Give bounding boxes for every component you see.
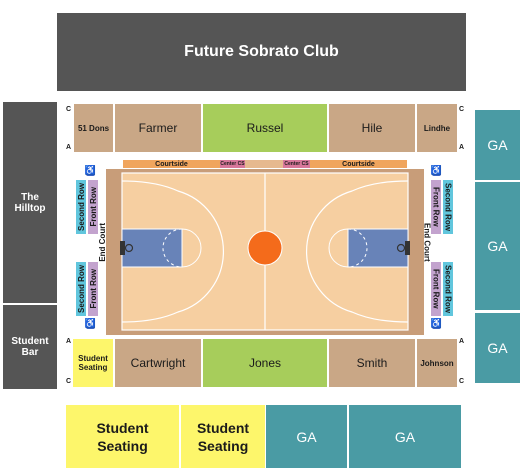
court-drawing <box>106 169 424 335</box>
the-hilltop-label: The Hilltop <box>14 191 46 214</box>
row-letter-c-bottom-right: C <box>459 378 465 385</box>
section-farmer[interactable]: Farmer <box>115 104 201 152</box>
end-court-right-label: End Court <box>422 222 432 262</box>
courtside-center-gap <box>245 160 283 168</box>
paint-right <box>347 228 409 268</box>
section-student-seating-bottom-left[interactable]: Student Seating <box>73 339 113 387</box>
courtside-left-label: Courtside <box>155 160 188 168</box>
hoop-right <box>396 243 406 253</box>
paint-left <box>121 228 183 268</box>
student-seating-bottom-1[interactable]: Student Seating <box>66 405 179 468</box>
front-row-right-lower-label: Front Row <box>431 269 441 309</box>
second-row-left-lower-label: Second Row <box>76 264 86 313</box>
section-cartwright-label: Cartwright <box>130 356 186 370</box>
section-lindhe-label: Lindhe <box>423 123 451 133</box>
second-row-left-lower[interactable]: Second Row <box>76 262 86 316</box>
future-sobrato-club-label: Future Sobrato Club <box>184 43 339 60</box>
free-throw-arc-left <box>181 228 202 268</box>
wheelchair-icon: ♿ <box>430 165 443 175</box>
row-letter-c-bottom-left: C <box>66 378 72 385</box>
section-51-dons-label: 51 Dons <box>77 123 110 133</box>
front-row-right-upper-label: Front Row <box>431 187 441 227</box>
section-farmer-label: Farmer <box>138 121 178 135</box>
front-row-left-lower[interactable]: Front Row <box>88 262 98 316</box>
row-letter-c-top-right: C <box>459 106 465 113</box>
section-51-dons[interactable]: 51 Dons <box>74 104 113 152</box>
front-row-right-upper[interactable]: Front Row <box>431 180 441 234</box>
free-throw-arc-right <box>328 228 349 268</box>
accessible-seat-right-top[interactable]: ♿ <box>430 165 443 176</box>
backboard-right <box>405 241 410 255</box>
front-row-left-lower-label: Front Row <box>88 269 98 309</box>
row-letter-c-top-left: C <box>66 106 72 113</box>
free-throw-dash-left <box>162 228 183 268</box>
courtside-right[interactable]: Courtside <box>310 160 407 168</box>
second-row-right-lower-label: Second Row <box>443 264 453 313</box>
end-court-left-label: End Court <box>97 222 107 262</box>
three-point-arc-left <box>121 180 224 323</box>
ga-label: GA <box>487 137 508 153</box>
row-letter-a-bottom-left: A <box>66 338 72 345</box>
section-smith[interactable]: Smith <box>329 339 415 387</box>
second-row-right-upper-label: Second Row <box>443 182 453 231</box>
section-hile-label: Hile <box>361 121 383 135</box>
future-sobrato-club-section[interactable]: Future Sobrato Club <box>57 13 466 91</box>
section-smith-label: Smith <box>356 356 388 370</box>
ga-section-bottom-2[interactable]: GA <box>349 405 461 468</box>
ga-section-right-top[interactable]: GA <box>475 110 520 180</box>
ga-label: GA <box>296 428 317 445</box>
accessible-seat-right-bottom[interactable]: ♿ <box>430 318 443 329</box>
section-jones[interactable]: Jones <box>203 339 327 387</box>
end-court-right[interactable]: End Court <box>422 215 432 269</box>
ga-section-right-bottom[interactable]: GA <box>475 313 520 383</box>
section-student-seating-label: Student Seating <box>78 354 108 372</box>
center-courtside-left[interactable]: Center CS <box>220 160 245 168</box>
student-seating-bottom-2[interactable]: Student Seating <box>181 405 265 468</box>
ga-label: GA <box>487 238 508 254</box>
center-courtside-right-label: Center CS <box>284 161 309 167</box>
front-row-left-upper[interactable]: Front Row <box>88 180 98 234</box>
hoop-left <box>124 243 134 253</box>
second-row-right-lower[interactable]: Second Row <box>443 262 453 316</box>
student-bar-section[interactable]: Student Bar <box>3 305 57 389</box>
section-johnson-label: Johnson <box>420 358 454 368</box>
wheelchair-icon: ♿ <box>84 318 97 328</box>
section-jones-label: Jones <box>248 356 282 370</box>
center-courtside-left-label: Center CS <box>220 161 245 167</box>
section-hile[interactable]: Hile <box>329 104 415 152</box>
student-seating-label: Student Seating <box>196 419 250 454</box>
section-lindhe[interactable]: Lindhe <box>417 104 457 152</box>
courtside-right-label: Courtside <box>342 160 375 168</box>
basketball-court <box>106 169 424 335</box>
ga-label: GA <box>487 340 508 356</box>
wheelchair-icon: ♿ <box>84 165 97 175</box>
center-circle <box>247 230 283 266</box>
row-letter-a-top-left: A <box>66 144 72 151</box>
courtside-left[interactable]: Courtside <box>123 160 220 168</box>
ga-label: GA <box>394 428 416 445</box>
second-row-left-upper[interactable]: Second Row <box>76 180 86 234</box>
front-row-right-lower[interactable]: Front Row <box>431 262 441 316</box>
backboard-left <box>120 241 125 255</box>
student-seating-label: Student Seating <box>96 419 149 454</box>
section-russel[interactable]: Russel <box>203 104 327 152</box>
the-hilltop-section[interactable]: The Hilltop <box>3 102 57 303</box>
accessible-seat-left-bottom[interactable]: ♿ <box>84 318 97 329</box>
end-court-left[interactable]: End Court <box>97 215 107 269</box>
section-johnson[interactable]: Johnson <box>417 339 457 387</box>
ga-section-bottom-1[interactable]: GA <box>266 405 347 468</box>
second-row-right-upper[interactable]: Second Row <box>443 180 453 234</box>
accessible-seat-left-top[interactable]: ♿ <box>84 165 97 176</box>
section-cartwright[interactable]: Cartwright <box>115 339 201 387</box>
row-letter-a-top-right: A <box>459 144 465 151</box>
student-bar-label: Student Bar <box>11 336 49 358</box>
center-courtside-right[interactable]: Center CS <box>283 160 310 168</box>
three-point-arc-right <box>306 180 409 323</box>
section-russel-label: Russel <box>246 121 284 135</box>
ga-section-right-middle[interactable]: GA <box>475 182 520 310</box>
second-row-left-upper-label: Second Row <box>76 182 86 231</box>
wheelchair-icon: ♿ <box>430 318 443 328</box>
row-letter-a-bottom-right: A <box>459 338 465 345</box>
free-throw-dash-right <box>347 228 368 268</box>
